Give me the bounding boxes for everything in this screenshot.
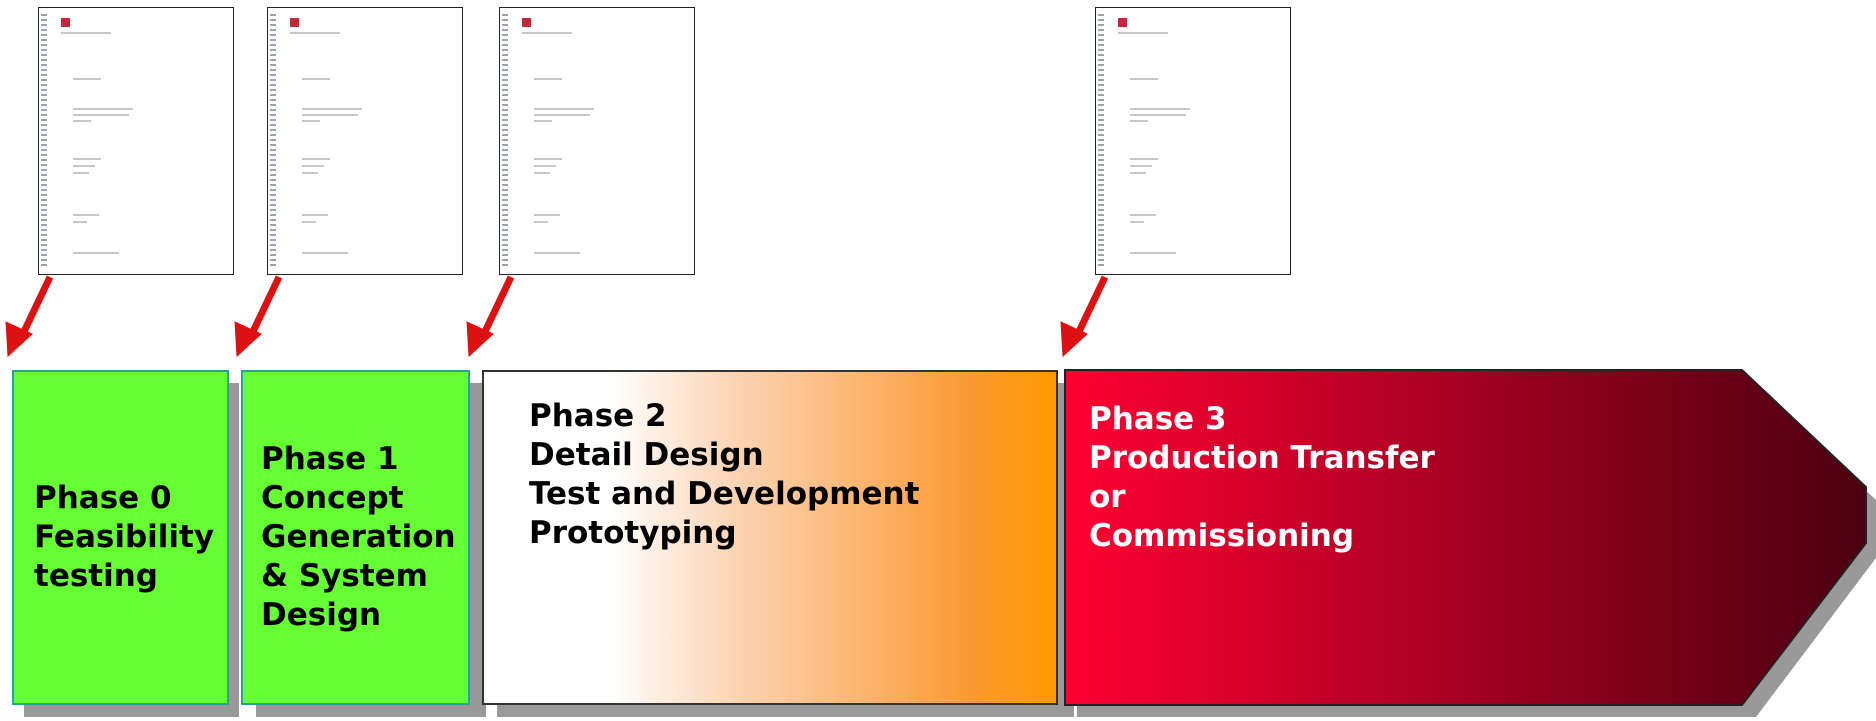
arrowhead-1 (234, 321, 262, 358)
arrow-0 (16, 275, 54, 342)
spiral-binding (270, 14, 276, 268)
document-thumbnail-0 (38, 7, 234, 275)
arrow-3 (1071, 275, 1109, 342)
phase-0-box: Phase 0 Feasibility testing (12, 370, 229, 705)
arrowhead-3 (1060, 321, 1088, 358)
document-thumbnail-2 (499, 7, 695, 275)
spiral-binding (502, 14, 508, 268)
phase-3-label: Phase 3 Production Transfer or Commissio… (1089, 401, 1435, 554)
phase-1-label: Phase 1 Concept Generation & System Desi… (261, 441, 456, 633)
arrow-2 (477, 275, 515, 342)
phase-2-box: Phase 2 Detail Design Test and Developme… (482, 370, 1058, 705)
phase-2-label: Phase 2 Detail Design Test and Developme… (529, 398, 920, 551)
logo-mark (290, 18, 299, 27)
document-thumbnail-3 (1095, 7, 1291, 275)
phase-0-label: Phase 0 Feasibility testing (34, 480, 215, 594)
arrowhead-2 (466, 321, 494, 358)
arrow-1 (245, 275, 283, 342)
phase-3-box: Phase 3 Production Transfer or Commissio… (1065, 370, 1765, 705)
arrowhead-0 (5, 321, 33, 358)
logo-mark (61, 18, 70, 27)
spiral-binding (41, 14, 47, 268)
logo-mark (522, 18, 531, 27)
phase-1-box: Phase 1 Concept Generation & System Desi… (241, 370, 470, 705)
logo-mark (1118, 18, 1127, 27)
document-thumbnail-1 (267, 7, 463, 275)
spiral-binding (1098, 14, 1104, 268)
